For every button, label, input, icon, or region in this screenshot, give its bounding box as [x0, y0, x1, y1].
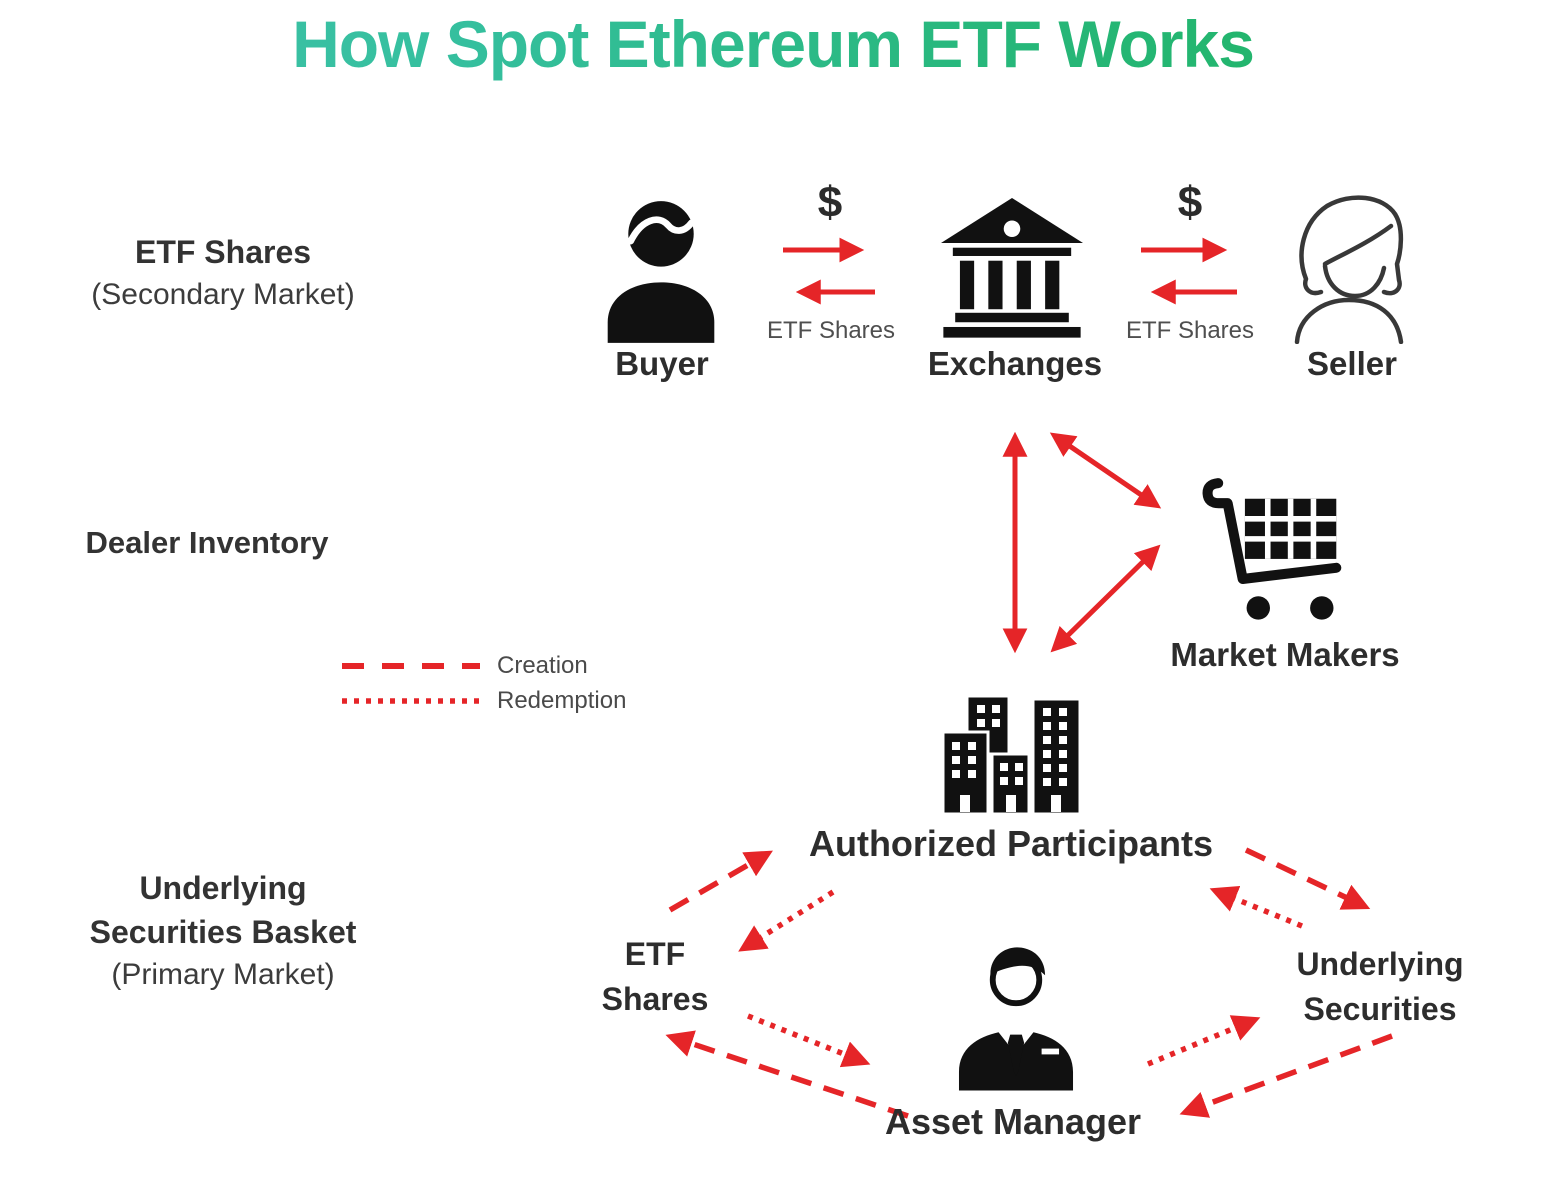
etf-shares-right-label: ETF Shares: [1125, 317, 1255, 344]
authorized-participants-buildings-icon: [941, 694, 1082, 816]
etf-shares-node-line1: ETF: [624, 936, 686, 972]
etf-shares-left-label: ETF Shares: [766, 317, 896, 344]
label-etf-shares-secondary-market: ETF Shares (Secondary Market): [18, 230, 428, 316]
label-primary-line2: Securities Basket: [89, 914, 357, 951]
etf-shares-node-line2: Shares: [601, 981, 709, 1018]
seller-label: Seller: [1307, 345, 1397, 382]
exchanges-label: Exchanges: [927, 345, 1103, 382]
label-underlying-securities-basket: Underlying Securities Basket (Primary Ma…: [18, 866, 428, 996]
arrow-redemption-assetmanager-to-underlying: [1146, 1015, 1261, 1067]
label-primary-line3: (Primary Market): [111, 958, 335, 992]
label-dealer-inventory-row: Dealer Inventory: [2, 522, 412, 565]
market-makers-label: Market Makers: [1170, 636, 1400, 673]
arrow-creation-ap-to-underlying: [1244, 847, 1371, 910]
dollar-left-label: $: [817, 178, 843, 227]
arrow-creation-assetmanager-to-etfshares: [665, 1030, 909, 1119]
arrow-creation-etfshares-to-ap: [668, 850, 773, 913]
arrow-authorized-participants-market-makers: [1050, 544, 1161, 653]
page-title: How Spot Ethereum ETF Works: [0, 6, 1546, 82]
label-primary-line1: Underlying: [139, 870, 307, 906]
legend-creation-label: Creation: [497, 652, 588, 679]
buyer-person-icon: [607, 201, 715, 343]
arrow-redemption-ap-to-etfshares: [738, 889, 835, 952]
exchanges-bank-icon: [941, 198, 1083, 338]
underlying-securities-node: Underlying Securities: [1296, 942, 1463, 1033]
asset-manager-label: Asset Manager: [884, 1101, 1142, 1142]
arrow-exchanges-market-makers: [1049, 432, 1162, 509]
label-dealer-inventory: Dealer Inventory: [85, 525, 329, 560]
buyer-label: Buyer: [615, 345, 709, 382]
arrow-creation-underlying-to-assetmanager: [1179, 1033, 1393, 1118]
underlying-securities-line1: Underlying: [1296, 946, 1464, 982]
asset-manager-businessman-icon: [958, 947, 1074, 1091]
authorized-participants-label: Authorized Participants: [808, 823, 1214, 864]
label-secondary-line2: (Secondary Market): [91, 278, 355, 312]
seller-woman-icon: [1294, 195, 1404, 344]
arrow-redemption-underlying-to-ap: [1209, 886, 1304, 929]
arrow-redemption-etfshares-to-assetmanager: [746, 1013, 871, 1068]
underlying-securities-line2: Securities: [1303, 991, 1457, 1028]
market-makers-cart-icon: [1202, 478, 1342, 620]
legend-redemption-label: Redemption: [497, 687, 627, 714]
etf-shares-node: ETF Shares: [602, 932, 709, 1023]
label-secondary-line1: ETF Shares: [134, 234, 312, 270]
dollar-right-label: $: [1177, 178, 1203, 227]
